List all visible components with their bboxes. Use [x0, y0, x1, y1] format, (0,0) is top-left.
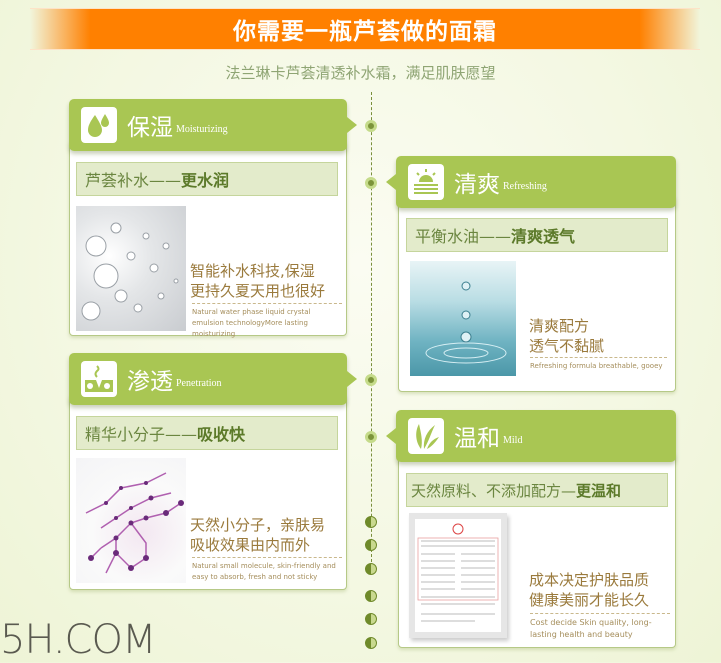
card-description-en: Natural water phase liquid crystal emuls…: [192, 303, 342, 340]
card-title: 清爽: [454, 172, 500, 198]
timeline-line: [371, 92, 372, 562]
card-title-en: Moisturizing: [176, 123, 228, 135]
page-title: 你需要一瓶芦荟做的面霜: [233, 19, 497, 45]
sunrise-icon: [408, 164, 444, 200]
pointer-arrow: [347, 117, 357, 133]
tagline-text: 天然原料、不添加配方—: [411, 481, 577, 500]
water-droplets-photo: [76, 206, 186, 331]
tagline-text: 精华小分子——: [85, 425, 198, 444]
desc-line: 天然小分子，亲肤易: [190, 516, 326, 534]
skin-layers-icon: [81, 361, 117, 397]
desc-line: 健康美丽才能长久: [529, 591, 650, 609]
timeline-dot: [365, 431, 377, 443]
yin-yang-icon: [365, 590, 377, 602]
certificate-photo: [409, 513, 507, 638]
feature-card-moisturizing: 芦荟补水——更水润 智能补水科技,保湿 更持久夏天用也很好 Natural wa…: [69, 140, 347, 338]
card-description-en: Cost decide Skin quality, long-lasting h…: [530, 613, 670, 641]
card-title-en: Refreshing: [503, 180, 547, 192]
feature-card-mild: 天然原料、不添加配方—更温和 成本决定护肤品质 健康美丽才能长久 Cost de…: [398, 452, 676, 648]
tagline-emphasis: 吸收快: [197, 425, 246, 444]
card-description: 天然小分子，亲肤易 吸收效果由内而外: [190, 515, 325, 555]
feature-card-refreshing: 平衡水油——清爽透气 清爽配方 透气不黏腻 Refreshing formula…: [398, 195, 676, 392]
timeline-dot: [365, 374, 377, 386]
card-description-en: Natural small molecule, skin-friendly an…: [192, 557, 342, 583]
tagline-text: 平衡水油——: [415, 227, 512, 246]
desc-line: 清爽配方: [529, 317, 590, 335]
card-header-moisturizing: 保湿 Moisturizing: [69, 99, 357, 151]
tagline-emphasis: 清爽透气: [511, 227, 576, 246]
card-title-en: Mild: [503, 434, 523, 446]
card-tagline: 精华小分子——吸收快: [76, 416, 338, 450]
card-title: 温和: [454, 426, 500, 452]
tagline-emphasis: 更温和: [576, 481, 622, 500]
desc-line: 智能补水科技,保湿: [190, 262, 315, 280]
yin-yang-icon: [365, 613, 377, 625]
card-tagline: 天然原料、不添加配方—更温和: [406, 473, 668, 507]
card-description: 智能补水科技,保湿 更持久夏天用也很好: [190, 261, 325, 301]
page-subtitle: 法兰琳卡芦荟清透补水霜，满足肌肤愿望: [225, 64, 496, 82]
yin-yang-icon: [365, 637, 377, 649]
card-title: 渗透: [127, 369, 173, 395]
leaf-icon: [408, 418, 444, 454]
molecule-structure-photo: [76, 458, 186, 583]
water-drop-icon: [81, 107, 117, 143]
feature-card-penetration: 精华小分子——吸收快 天然小分子，亲肤易 吸收效果由内而外 Natural: [69, 394, 347, 590]
card-header-penetration: 渗透 Penetration: [69, 353, 357, 405]
timeline-dot: [365, 120, 377, 132]
card-description: 成本决定护肤品质 健康美丽才能长久: [529, 570, 649, 610]
pointer-arrow: [386, 174, 396, 190]
site-watermark-logo: 5H.COM: [0, 617, 156, 663]
yin-yang-icon: [365, 563, 377, 575]
tagline-text: 芦荟补水——: [85, 171, 182, 190]
desc-line: 吸收效果由内而外: [190, 536, 311, 554]
yin-yang-icon: [365, 539, 377, 551]
pointer-arrow: [386, 428, 396, 444]
desc-line: 更持久夏天用也很好: [190, 282, 326, 300]
desc-line: 透气不黏腻: [529, 337, 605, 355]
card-tagline: 芦荟补水——更水润: [76, 162, 338, 196]
tagline-emphasis: 更水润: [181, 171, 230, 190]
desc-line: 成本决定护肤品质: [529, 571, 650, 589]
pointer-arrow: [347, 371, 357, 387]
card-tagline: 平衡水油——清爽透气: [406, 218, 668, 252]
card-header-refreshing: 清爽 Refreshing: [386, 156, 676, 208]
timeline-dot: [365, 177, 377, 189]
yin-yang-icon: [365, 516, 377, 528]
card-description: 清爽配方 透气不黏腻: [529, 316, 604, 356]
card-description-en: Refreshing formula breathable, gooey: [530, 357, 667, 372]
card-title-en: Penetration: [176, 377, 222, 389]
card-header-mild: 温和 Mild: [386, 410, 676, 462]
title-banner: 你需要一瓶芦荟做的面霜: [30, 8, 700, 50]
water-ripple-photo: [410, 261, 516, 376]
card-title: 保湿: [127, 115, 173, 141]
